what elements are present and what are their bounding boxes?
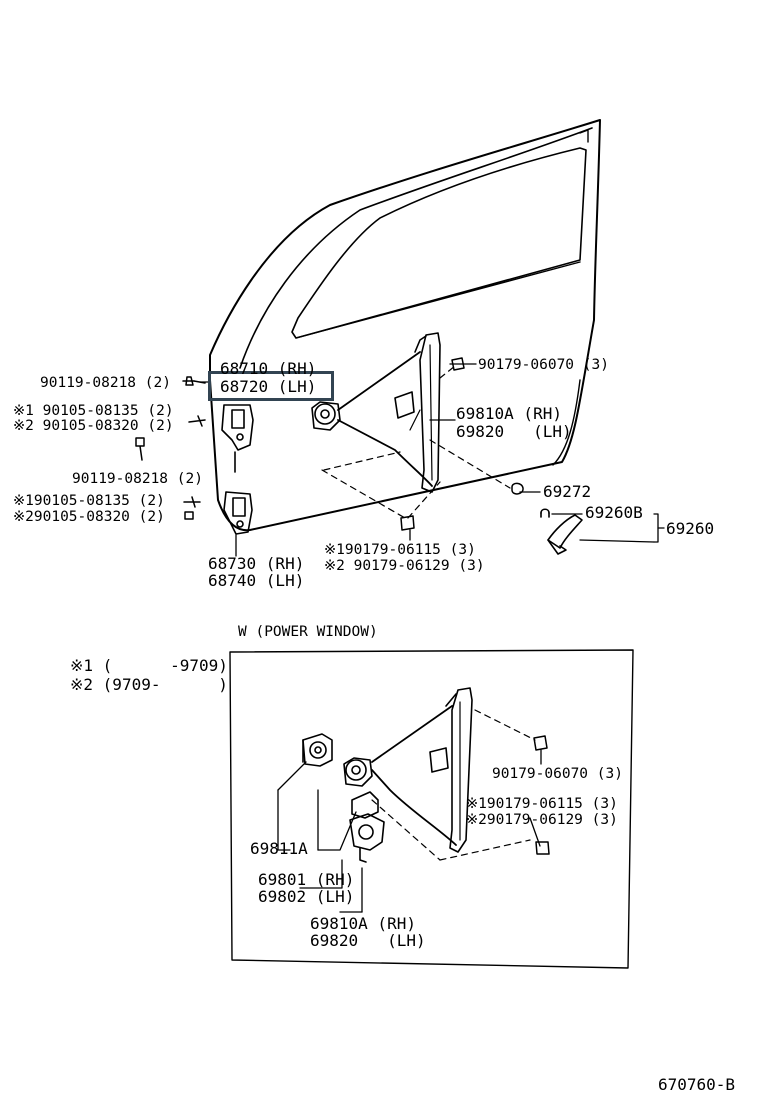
label-motor: 69811A	[250, 839, 308, 858]
door-outline	[209, 119, 601, 532]
nut-icons	[400, 357, 524, 531]
label-motor-assy-lh: 69802 (LH)	[258, 887, 355, 906]
figure-id: 670760-B	[658, 1075, 736, 1094]
label-power-window-title: W (POWER WINDOW)	[238, 624, 378, 640]
label-bolt-lower: 90119-08218 (2)	[72, 471, 203, 487]
label-note-1: ※1 ( -9709)	[70, 656, 228, 675]
label-handle-clip: 69260B	[585, 503, 643, 522]
label-hinge-upper-rh: 68710 (RH)	[220, 359, 317, 378]
hinge-upper	[221, 404, 254, 473]
hinge-lower	[223, 491, 253, 535]
label-nut-bottom-alt1: ※190179-06115 (3)	[324, 542, 476, 558]
label-regulator-rh: 69810A (RH)	[456, 404, 562, 423]
dashed-guides-manual	[321, 365, 511, 519]
label-pw-nut-top: 90179-06070 (3)	[492, 766, 623, 782]
label-nut-bottom-alt2: ※2 90179-06129 (3)	[324, 558, 485, 574]
label-bolt-upper: 90119-08218 (2)	[40, 375, 171, 391]
label-pw-regulator-lh: 69820 (LH)	[310, 931, 426, 950]
label-regulator-lh: 69820 (LH)	[456, 422, 572, 441]
label-pw-regulator-rh: 69810A (RH)	[310, 914, 416, 933]
motor-assembly-icon	[349, 791, 385, 863]
label-hinge-lower-rh: 68730 (RH)	[208, 554, 305, 573]
label-hinge-upper-lh: 68720 (LH)	[220, 377, 317, 396]
label-bolt-upper-alt1: ※1 90105-08135 (2)	[13, 403, 174, 419]
power-regulator	[343, 687, 473, 853]
label-clip: 69272	[543, 482, 592, 501]
label-bolt-lower-alt1: ※190105-08135 (2)	[13, 493, 165, 509]
dashed-guides-power	[371, 709, 536, 861]
label-nut-top: 90179-06070 (3)	[478, 357, 609, 373]
leader-lines-manual	[199, 363, 665, 557]
label-bolt-upper-alt2: ※2 90105-08320 (2)	[13, 418, 174, 434]
power-window-box	[229, 649, 634, 969]
window-motor-icon	[302, 733, 333, 767]
leader-lines-power	[277, 749, 542, 913]
nut-icons-power	[533, 735, 550, 855]
label-note-2: ※2 (9709- )	[70, 675, 228, 694]
label-pw-nut-alt2: ※290179-06129 (3)	[466, 812, 618, 828]
label-bolt-lower-alt2: ※290105-08320 (2)	[13, 509, 165, 525]
bolt-icons	[135, 376, 206, 520]
window-handle-icon	[540, 508, 583, 555]
label-hinge-lower-lh: 68740 (LH)	[208, 571, 305, 590]
label-pw-nut-alt1: ※190179-06115 (3)	[466, 796, 618, 812]
manual-regulator	[311, 332, 441, 493]
label-handle: 69260	[666, 519, 715, 538]
highlight-box	[208, 371, 334, 401]
label-motor-assy-rh: 69801 (RH)	[258, 870, 355, 889]
